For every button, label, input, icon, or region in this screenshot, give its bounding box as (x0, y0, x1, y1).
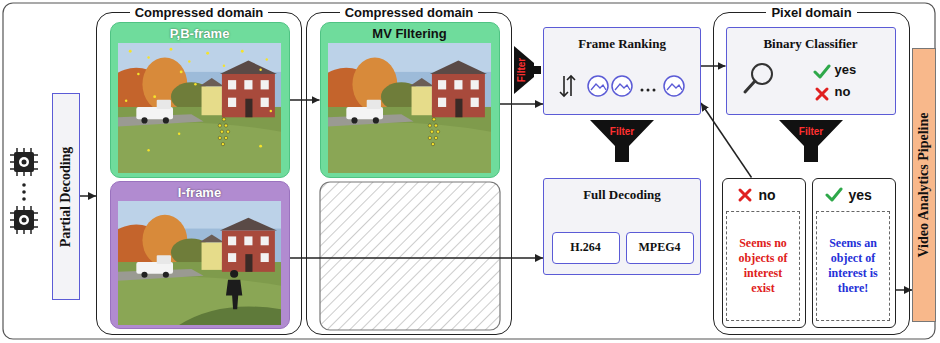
node-text: Compressed domain (340, 5, 479, 21)
node-text: Full Decoding (544, 179, 700, 203)
filter-label: Filter (516, 58, 527, 82)
result-note: Seems an object of interest is there! (816, 211, 890, 321)
label-holder: Filter (610, 126, 634, 137)
process-box: Frame Ranking (543, 27, 701, 115)
check-icon (825, 187, 843, 203)
result-box: noSeems no objects of interest exist (722, 178, 806, 328)
node-text: Video Analytics Pipeline (916, 113, 932, 258)
process-box: Full DecodingH.264 MPEG4 (543, 178, 701, 275)
outer-frame (3, 3, 935, 339)
pipeline-box: Video Analytics Pipeline (912, 48, 936, 322)
node-text: yes (835, 62, 895, 78)
label-holder: Filter (799, 126, 823, 137)
frame-image (328, 43, 491, 173)
filter-funnel (590, 120, 654, 162)
frame-box: MV FIltering (320, 22, 500, 178)
magnifier-icon (741, 60, 777, 96)
flow-arrow (80, 195, 96, 197)
node-text: I-frame (111, 182, 289, 200)
domain-panel: Compressed domain P,B-frame I-frame (96, 12, 302, 335)
node-text: Frame Ranking (544, 28, 700, 52)
domain-panel: Compressed domain MV FIltering (306, 12, 512, 335)
node-text: Seems no objects of interest exist (731, 236, 795, 296)
flow-arrow (290, 99, 320, 101)
node-text: Partial Decoding (58, 146, 74, 247)
domain-panel: Pixel domain Binary Classifieryesno noSe… (713, 12, 910, 335)
label-holder: Filter (516, 58, 527, 82)
flow-arrow (500, 103, 544, 105)
filter-funnel (514, 46, 541, 94)
result-box: yesSeems an object of interest is there! (812, 178, 896, 328)
filter-label: Filter (799, 126, 823, 137)
node-text: Seems an object of interest is there! (821, 236, 885, 296)
node-text: Binary Classifier (727, 28, 895, 52)
node-text: yes (849, 187, 895, 203)
node-text: H.264 (570, 240, 600, 255)
ellipsis-dots (22, 183, 26, 201)
cross-icon (737, 187, 753, 203)
frame-image (118, 201, 281, 325)
hatched-box (320, 182, 500, 330)
filter-funnel (779, 120, 843, 162)
process-box: Partial Decoding (52, 93, 80, 300)
camera-icon (10, 206, 38, 234)
node-text: no (759, 187, 805, 203)
codec-box: H.264 (552, 232, 620, 264)
cross-icon (814, 86, 830, 102)
check-icon (813, 64, 831, 80)
classifier-box: Binary Classifier yes no (726, 27, 896, 115)
frame-box: P,B-frame (110, 22, 290, 178)
frame-image (118, 43, 281, 173)
node-text: MPEG4 (639, 240, 681, 255)
filter-label: Filter (610, 126, 634, 137)
ranking-icons (556, 68, 688, 104)
flow-arrow (290, 257, 544, 259)
frame-box: I-frame (110, 181, 290, 329)
node-text: Compressed domain (130, 5, 269, 21)
result-note: Seems no objects of interest exist (726, 211, 800, 321)
node-text: Pixel domain (766, 5, 856, 21)
camera-icon (10, 148, 38, 176)
node-text: MV FIltering (321, 23, 499, 41)
node-text: P,B-frame (111, 23, 289, 41)
codec-box: MPEG4 (626, 232, 694, 264)
node-text: no (835, 84, 895, 100)
